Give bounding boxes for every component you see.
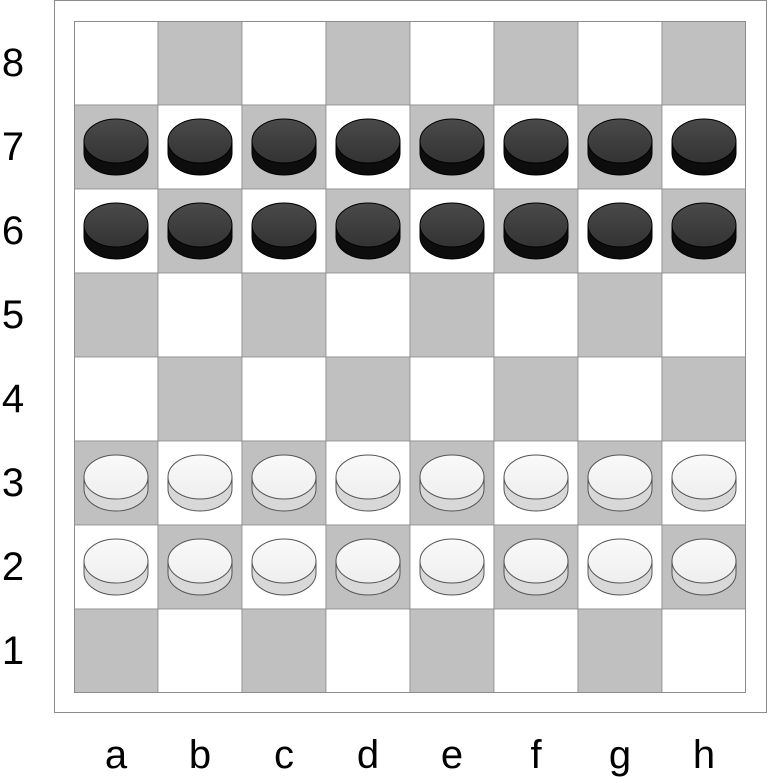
square-d5[interactable]: [325, 272, 411, 358]
rank-label-8: 8: [1, 41, 25, 85]
square-b5[interactable]: [157, 272, 243, 358]
square-d1[interactable]: [325, 608, 411, 693]
square-h8[interactable]: [661, 21, 746, 106]
white-piece-f2[interactable]: [503, 538, 569, 596]
rank-label-3: 3: [1, 461, 25, 505]
square-e5[interactable]: [409, 272, 495, 358]
black-piece-b7[interactable]: [167, 118, 233, 176]
white-piece-b3[interactable]: [167, 454, 233, 512]
file-label-h: h: [692, 733, 716, 777]
white-piece-f3[interactable]: [503, 454, 569, 512]
rank-label-1: 1: [1, 629, 25, 673]
black-piece-d7[interactable]: [335, 118, 401, 176]
square-f1[interactable]: [493, 608, 579, 693]
board-canvas[interactable]: [74, 21, 746, 693]
file-label-e: e: [440, 733, 464, 777]
file-label-d: d: [356, 733, 380, 777]
square-c4[interactable]: [241, 356, 327, 442]
square-g1[interactable]: [577, 608, 663, 693]
square-c8[interactable]: [241, 21, 327, 106]
square-g5[interactable]: [577, 272, 663, 358]
black-piece-h6[interactable]: [671, 202, 737, 260]
square-d8[interactable]: [325, 21, 411, 106]
game-board[interactable]: [74, 21, 746, 693]
square-f8[interactable]: [493, 21, 579, 106]
rank-label-7: 7: [1, 125, 25, 169]
square-a5[interactable]: [74, 272, 159, 358]
white-piece-d3[interactable]: [335, 454, 401, 512]
black-piece-g7[interactable]: [587, 118, 653, 176]
white-piece-g2[interactable]: [587, 538, 653, 596]
black-piece-e6[interactable]: [419, 202, 485, 260]
white-piece-e3[interactable]: [419, 454, 485, 512]
rank-label-6: 6: [1, 209, 25, 253]
square-h5[interactable]: [661, 272, 746, 358]
file-label-f: f: [530, 733, 542, 777]
file-label-g: g: [608, 733, 632, 777]
square-b1[interactable]: [157, 608, 243, 693]
square-c1[interactable]: [241, 608, 327, 693]
rank-label-4: 4: [1, 377, 25, 421]
white-piece-h3[interactable]: [671, 454, 737, 512]
white-piece-a3[interactable]: [83, 454, 149, 512]
square-h4[interactable]: [661, 356, 746, 442]
square-h1[interactable]: [661, 608, 746, 693]
file-label-c: c: [274, 733, 294, 777]
square-b8[interactable]: [157, 21, 243, 106]
black-piece-c6[interactable]: [251, 202, 317, 260]
square-f5[interactable]: [493, 272, 579, 358]
white-piece-a2[interactable]: [83, 538, 149, 596]
file-label-b: b: [188, 733, 212, 777]
square-g4[interactable]: [577, 356, 663, 442]
white-piece-c3[interactable]: [251, 454, 317, 512]
white-piece-d2[interactable]: [335, 538, 401, 596]
black-piece-f7[interactable]: [503, 118, 569, 176]
rank-label-2: 2: [1, 545, 25, 589]
rank-label-5: 5: [1, 293, 25, 337]
black-piece-h7[interactable]: [671, 118, 737, 176]
black-piece-d6[interactable]: [335, 202, 401, 260]
white-piece-c2[interactable]: [251, 538, 317, 596]
square-e1[interactable]: [409, 608, 495, 693]
black-piece-a7[interactable]: [83, 118, 149, 176]
square-f4[interactable]: [493, 356, 579, 442]
black-piece-e7[interactable]: [419, 118, 485, 176]
black-piece-f6[interactable]: [503, 202, 569, 260]
board-border: [74, 21, 746, 693]
black-piece-c7[interactable]: [251, 118, 317, 176]
square-a1[interactable]: [74, 608, 159, 693]
square-e4[interactable]: [409, 356, 495, 442]
black-piece-g6[interactable]: [587, 202, 653, 260]
white-piece-e2[interactable]: [419, 538, 485, 596]
square-d4[interactable]: [325, 356, 411, 442]
square-a8[interactable]: [74, 21, 159, 106]
white-piece-g3[interactable]: [587, 454, 653, 512]
square-e8[interactable]: [409, 21, 495, 106]
square-b4[interactable]: [157, 356, 243, 442]
white-piece-h2[interactable]: [671, 538, 737, 596]
square-g8[interactable]: [577, 21, 663, 106]
black-piece-a6[interactable]: [83, 202, 149, 260]
square-c5[interactable]: [241, 272, 327, 358]
white-piece-b2[interactable]: [167, 538, 233, 596]
black-piece-b6[interactable]: [167, 202, 233, 260]
square-a4[interactable]: [74, 356, 159, 442]
file-label-a: a: [104, 733, 128, 777]
